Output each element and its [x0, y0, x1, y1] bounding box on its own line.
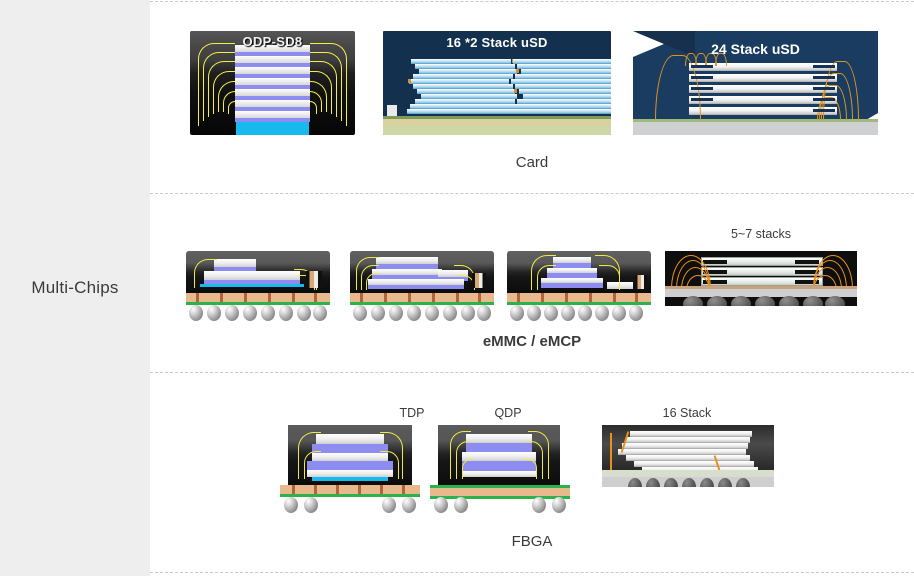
card-substrate-gray — [633, 122, 878, 135]
emmc-3-substrate — [507, 293, 651, 305]
passive-component — [387, 105, 397, 116]
divider-card-emmc — [150, 193, 914, 194]
fbga-qdp-substrate — [430, 485, 570, 499]
divider-emmc-fbga — [150, 372, 914, 373]
figure-odp-sd8: ODP-SD8 — [190, 31, 355, 135]
die-stack-left — [407, 59, 519, 117]
label-tdp: TDP — [399, 406, 425, 420]
divider-bottom — [150, 572, 914, 573]
row-caption-fbga: FBGA — [511, 533, 553, 550]
figure-emmc-4 — [665, 251, 857, 306]
figure-24-stack-usd: 24 Stack uSD — [633, 31, 878, 135]
fbga-tdp-substrate — [280, 485, 420, 497]
figure-emmc-1 — [186, 251, 330, 296]
divider-top — [150, 1, 914, 2]
label-qdp: QDP — [494, 406, 522, 420]
figure-title-24stack: 24 Stack uSD — [711, 41, 800, 57]
fbga-qdp-solder-balls — [430, 497, 570, 515]
card-substrate — [383, 116, 611, 135]
label-5-7-stacks: 5~7 stacks — [730, 227, 792, 241]
emmc-1-substrate — [186, 293, 330, 305]
emmc-3-solder-balls — [507, 305, 651, 323]
figure-16x2-stack-usd: 16 *2 Stack uSD — [383, 31, 611, 135]
row-caption-emmc: eMMC / eMCP — [482, 333, 582, 350]
emmc-2-solder-balls — [350, 305, 494, 323]
controller-die — [236, 119, 309, 135]
card-substrate-green — [633, 119, 878, 122]
figure-fbga-qdp — [438, 425, 560, 488]
die-stack-right — [509, 59, 611, 117]
figure-emmc-3 — [507, 251, 651, 296]
row-emmc-emcp: 5~7 stacks — [150, 194, 914, 372]
figure-fbga-tdp — [288, 425, 412, 488]
fbga-tdp-solder-balls — [280, 497, 420, 515]
figure-title-odp-sd8: ODP-SD8 — [242, 34, 303, 49]
label-16-stack: 16 Stack — [662, 406, 712, 420]
figure-title-16x2: 16 *2 Stack uSD — [446, 35, 548, 50]
emmc-2-substrate — [350, 293, 494, 305]
row-caption-card: Card — [515, 154, 549, 171]
emmc-1-solder-balls — [186, 305, 330, 323]
category-column: Multi-Chips — [0, 0, 150, 576]
content-column: ODP-SD8 16 *2 Stack uSD — [150, 0, 914, 576]
category-label: Multi-Chips — [31, 278, 119, 297]
row-fbga: TDP QDP 16 Stack — [150, 373, 914, 572]
figure-emmc-2 — [350, 251, 494, 296]
row-card: ODP-SD8 16 *2 Stack uSD — [150, 2, 914, 193]
figure-fbga-16stack — [602, 425, 774, 487]
